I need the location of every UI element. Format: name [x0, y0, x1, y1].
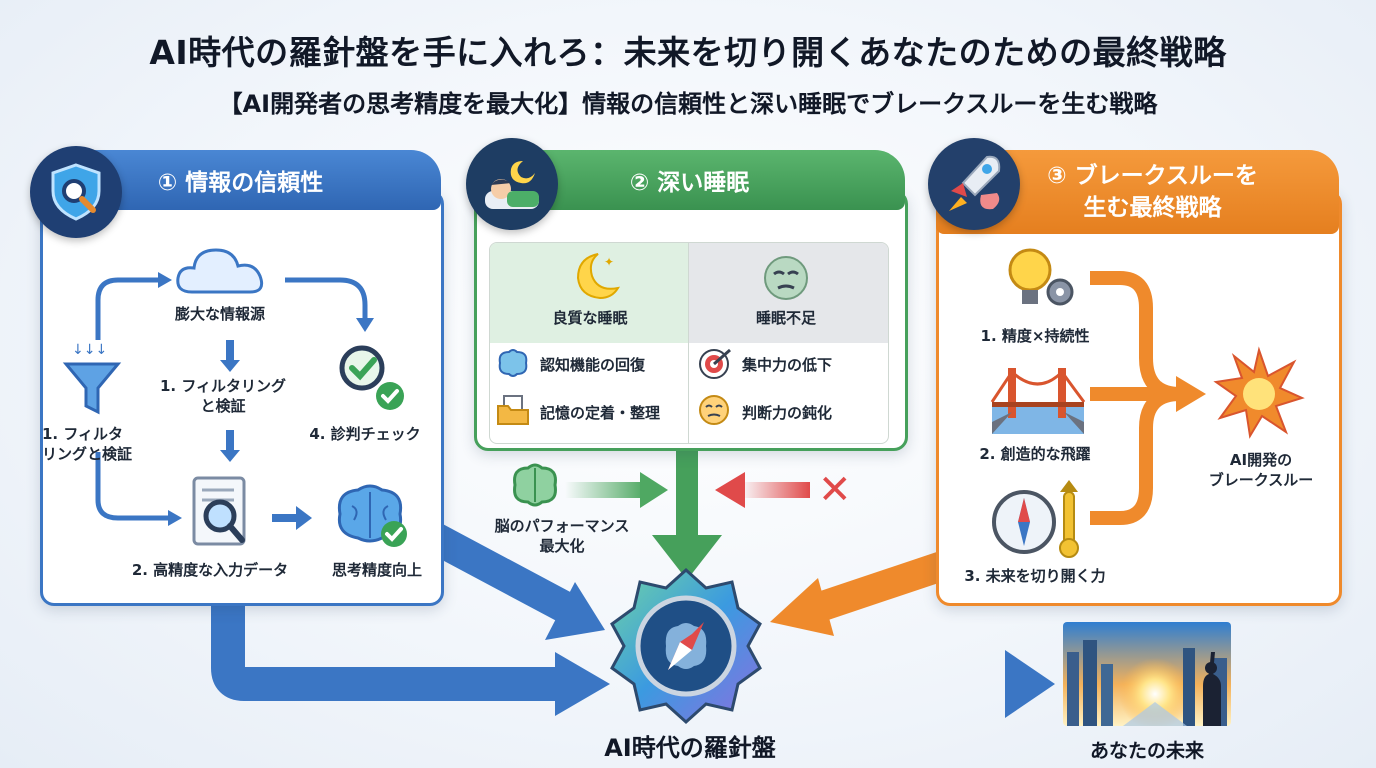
- filter-left-label: 1. フィルタ リングと検証: [42, 425, 133, 463]
- svg-text:✦: ✦: [604, 255, 614, 269]
- green-brain-icon: [510, 462, 560, 512]
- good-item-1: 認知機能の回復: [540, 356, 646, 374]
- document-search-icon: [186, 474, 256, 556]
- compass-label: AI時代の羅針盤: [604, 734, 776, 762]
- panel3-converging-arrows: [1090, 271, 1206, 525]
- cross-icon: ✕: [818, 467, 852, 513]
- panel3-header-label: ③ ブレークスルーを 生む最終戦略: [1047, 163, 1258, 221]
- brain-check-icon: [330, 480, 410, 554]
- filter-center-label: 1. フィルタリング と検証: [159, 377, 287, 415]
- red-arrowhead: [715, 472, 745, 508]
- check-label: 4. 診判チェック: [309, 425, 421, 443]
- source-label: 膨大な情報源: [174, 305, 265, 323]
- thinking-label: 思考精度向上: [331, 561, 422, 579]
- compass-thermometer-icon: [990, 480, 1086, 564]
- bad-sleep-label: 睡眠不足: [755, 309, 816, 327]
- page-subtitle: 【AI開発者の思考精度を最大化】情報の信頼性と深い睡眠でブレークスルーを生む戦略: [218, 90, 1158, 118]
- strategy-item-2: 2. 創造的な飛躍: [979, 445, 1091, 463]
- green-perf-arrow: [565, 482, 645, 498]
- good-sleep-label: 良質な睡眠: [552, 309, 628, 327]
- green-arrow-shaft: [676, 445, 698, 540]
- sleeping-person-icon: [466, 138, 558, 230]
- tired-face-icon: [762, 254, 810, 306]
- future-label: あなたの未来: [1089, 740, 1204, 762]
- data-label: 2. 高精度な入力データ: [131, 561, 289, 579]
- bad-item-1: 集中力の低下: [742, 356, 833, 374]
- brain-icon: [496, 348, 530, 382]
- target-icon: [698, 346, 732, 384]
- moon-icon: ✦: [568, 250, 621, 306]
- panel2-header-label: ② 深い睡眠: [629, 170, 750, 196]
- bridge-icon: [990, 362, 1086, 438]
- orange-arrowhead-diagonal: [770, 578, 834, 636]
- explosion-icon: [1213, 346, 1305, 442]
- lightbulb-gear-icon: [996, 240, 1082, 320]
- green-arrowhead: [652, 535, 722, 580]
- blue-arrowhead-diagonal: [545, 582, 605, 640]
- orange-arrow-diagonal: [800, 545, 965, 627]
- folder-icon: [496, 394, 530, 430]
- brain-performance-label: 脳のパフォーマンス 最大化: [494, 517, 630, 555]
- bad-item-2: 判断力の鈍化: [742, 404, 833, 422]
- future-arrowhead: [1005, 650, 1055, 718]
- panel1-header-label: ① 情報の信頼性: [157, 170, 324, 196]
- rocket-brain-icon: [928, 138, 1020, 230]
- green-perf-arrowhead: [640, 472, 668, 508]
- svg-text:↓↓↓: ↓↓↓: [72, 342, 107, 358]
- page-title: AI時代の羅針盤を手に入れろ：未来を切り開くあなたのための最終戦略: [149, 33, 1227, 72]
- cloud-icon: [172, 240, 272, 304]
- compass-icon: [606, 566, 766, 730]
- dizzy-face-icon: [698, 394, 730, 430]
- blue-arrow-diagonal: [412, 515, 578, 625]
- red-arrow: [740, 482, 810, 498]
- blue-arrowhead-bottom: [555, 652, 610, 716]
- panel1-flow: [95, 272, 374, 530]
- breakthrough-label: AI開発の ブレークスルー: [1208, 451, 1314, 489]
- blue-arrow-bottom: [211, 600, 560, 701]
- strategy-item-3: 3. 未来を切り開く力: [964, 567, 1106, 585]
- shield-search-icon: [30, 146, 122, 238]
- good-item-2: 記憶の定着・整理: [540, 404, 661, 422]
- funnel-icon: ↓↓↓: [62, 340, 122, 420]
- check-magnifier-icon: [332, 338, 408, 418]
- strategy-item-1: 1. 精度×持続性: [980, 327, 1090, 345]
- future-city-image: [1063, 622, 1231, 726]
- sleep-divider: [688, 243, 689, 443]
